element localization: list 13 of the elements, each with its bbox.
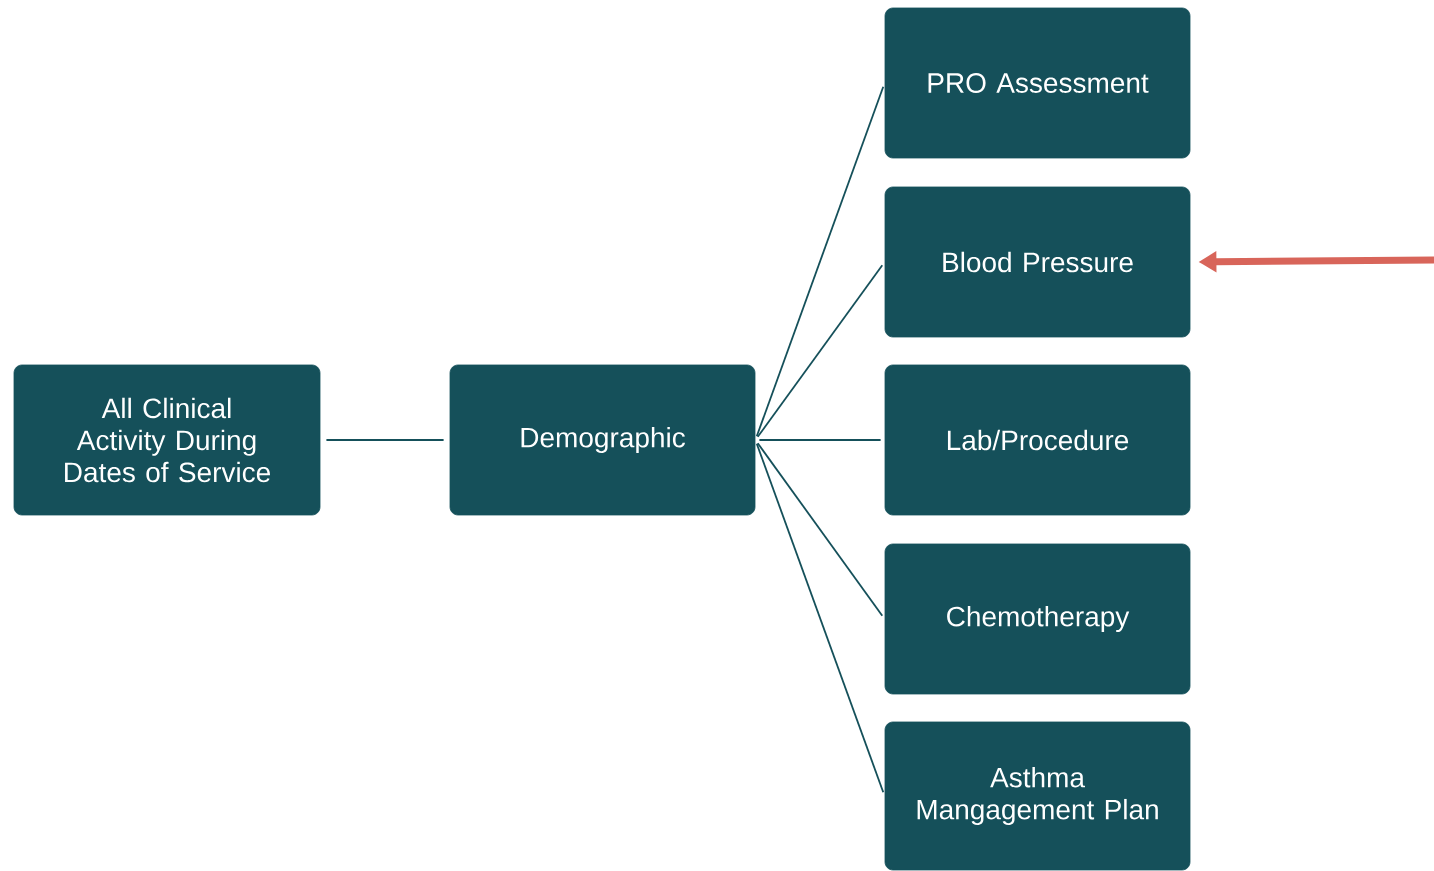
process-box: Demographic <box>449 364 756 516</box>
connector-line <box>758 439 882 441</box>
process-box: Blood Pressure <box>884 186 1191 338</box>
connector-line <box>755 442 885 794</box>
process-box: Chemotherapy <box>884 543 1191 695</box>
connector-line <box>755 85 885 438</box>
connector-line <box>756 264 884 438</box>
process-box: Asthma Mangagement Plan <box>884 721 1191 871</box>
process-box: PRO Assessment <box>884 7 1191 159</box>
connector-line <box>325 439 445 441</box>
connector-line <box>756 442 884 617</box>
process-box: Lab/Procedure <box>884 364 1191 516</box>
process-box: All Clinical Activity During Dates of Service <box>13 364 321 516</box>
